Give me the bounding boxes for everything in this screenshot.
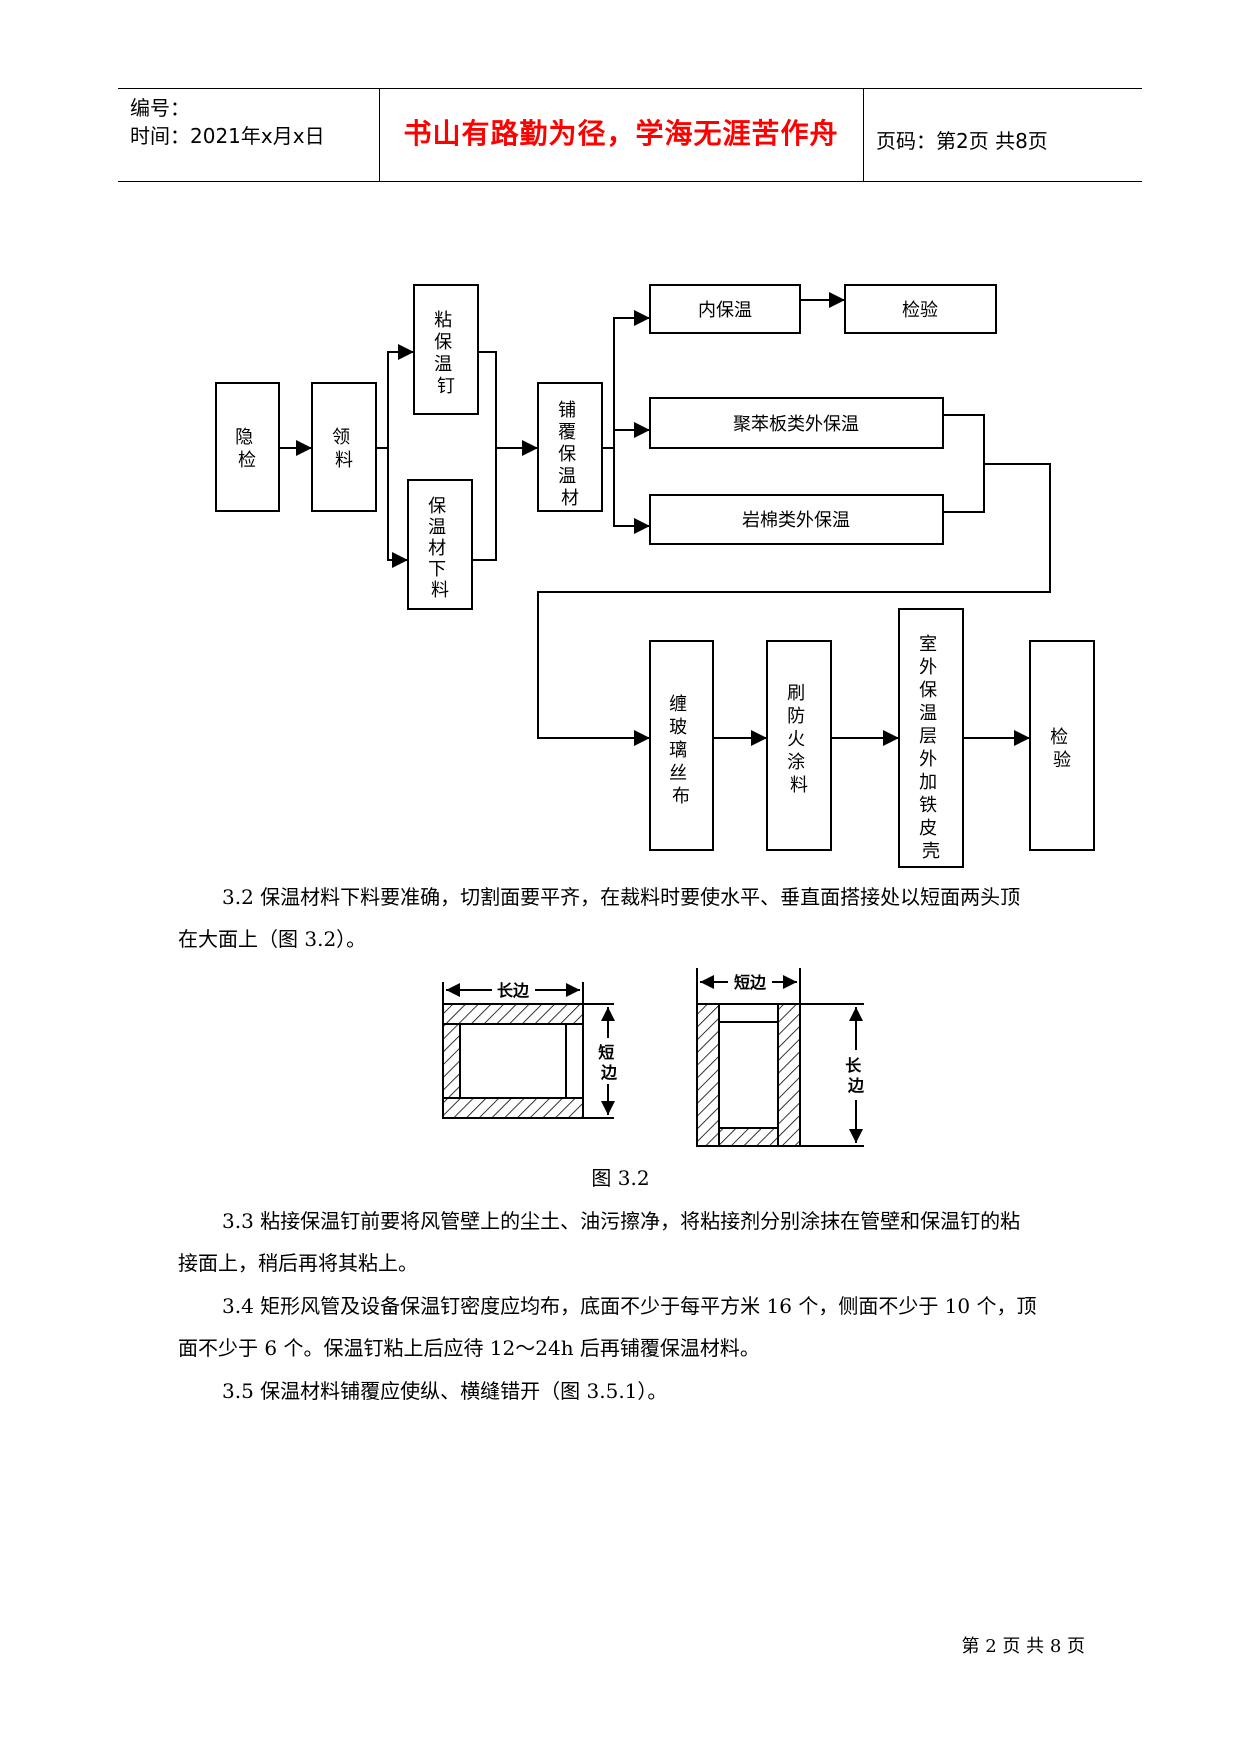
- box-inspection-2: [1029, 640, 1095, 851]
- paragraph-3-2-line-1: 3.2 保温材料下料要准确，切割面要平齐，在裁料时要使水平、垂直面搭接处以短面两…: [222, 885, 1021, 909]
- header-time-label: 时间：2021年x月x日: [130, 124, 325, 148]
- process-flowchart: 隐 检 领 料 粘 保 温 钉 保 温 材 下 料 铺 覆 保 温 材 内保温 …: [215, 284, 1095, 868]
- label-glue-pins: 粘 保 温 钉: [434, 310, 458, 397]
- label-iron-shell: 室 外 保 温 层 外 加 铁 皮 壳: [919, 634, 943, 862]
- label-rockwool-outer: 岩棉类外保温: [742, 510, 850, 531]
- label-material-pick: 领 料: [332, 427, 356, 471]
- fig-right-side-label: 长 边: [845, 1056, 867, 1095]
- header-divider-left: [379, 88, 380, 181]
- box-cut-insulation: [407, 479, 473, 610]
- paragraph-3-3: 3.3 粘接保温钉前要将风管壁上的尘土、油污擦净，将粘接剂分别涂抹在管壁和保温钉…: [178, 1200, 1088, 1284]
- box-glass-cloth: [649, 640, 714, 851]
- header-number-label: 编号：: [130, 96, 190, 120]
- label-glass-cloth: 缠 玻 璃 丝 布: [669, 694, 693, 807]
- header-divider-right: [863, 88, 864, 181]
- header-top-rule: [118, 88, 1142, 89]
- label-eps-outer: 聚苯板类外保温: [733, 414, 859, 435]
- box-eps-outer: [649, 397, 944, 449]
- paragraph-3-3-line-1: 3.3 粘接保温钉前要将风管壁上的尘土、油污擦净，将粘接剂分别涂抹在管壁和保温钉…: [222, 1209, 1021, 1233]
- box-fireproof-paint: [766, 640, 832, 851]
- paragraph-3-2-line-2: 在大面上（图 3.2）。: [178, 927, 367, 951]
- figure-3-2-caption: 图 3.2: [591, 1166, 650, 1190]
- label-cut-insulation: 保 温 材 下 料: [428, 496, 452, 601]
- label-hidden-inspection: 隐 检: [235, 427, 259, 471]
- header-bottom-rule: [118, 181, 1142, 182]
- fig-left-long-edge: [442, 982, 615, 1119]
- box-inner-insulation: [649, 284, 801, 334]
- box-glue-pins: [413, 284, 479, 415]
- header-page-label: 页码：第2页 共8页: [876, 129, 1048, 153]
- box-rockwool-outer: [649, 494, 944, 545]
- fig-left-side-label: 短 边: [598, 1043, 620, 1082]
- fig-right-top-label: 短边: [734, 973, 767, 992]
- figure-3-2: 长边 短 边 短边 长 边: [442, 968, 867, 1147]
- paragraph-3-5: 3.5 保温材料铺覆应使纵、横缝错开（图 3.5.1）。: [178, 1370, 1088, 1412]
- label-lay-insulation: 铺 覆 保 温 材: [558, 400, 582, 509]
- paragraph-3-4-line-2: 面不少于 6 个。保温钉粘上后应待 12～24h 后再铺覆保温材料。: [178, 1336, 760, 1360]
- header-motto: 书山有路勤为径，学海无涯苦作舟: [403, 117, 839, 150]
- footer-page-number: 第 2 页 共 8 页: [961, 1636, 1085, 1657]
- paragraph-3-2: 3.2 保温材料下料要准确，切割面要平齐，在裁料时要使水平、垂直面搭接处以短面两…: [178, 876, 1088, 960]
- fig-left-top-label: 长边: [497, 981, 530, 1000]
- paragraph-3-4: 3.4 矩形风管及设备保温钉密度应均布，底面不少于每平方米 16 个，侧面不少于…: [178, 1285, 1088, 1369]
- fig-right-short-edge: [696, 968, 864, 1147]
- box-inspection-1: [844, 284, 997, 334]
- paragraph-3-5-line-1: 3.5 保温材料铺覆应使纵、横缝错开（图 3.5.1）。: [222, 1379, 668, 1403]
- label-inner-insulation: 内保温: [698, 300, 752, 321]
- label-inspection-1: 检验: [902, 300, 938, 321]
- label-fireproof-paint: 刷 防 火 涂 料: [787, 683, 811, 796]
- paragraph-3-4-line-1: 3.4 矩形风管及设备保温钉密度应均布，底面不少于每平方米 16 个，侧面不少于…: [222, 1294, 1037, 1318]
- paragraph-3-3-line-2: 接面上，稍后再将其粘上。: [178, 1251, 418, 1275]
- label-inspection-2: 检 验: [1050, 727, 1074, 771]
